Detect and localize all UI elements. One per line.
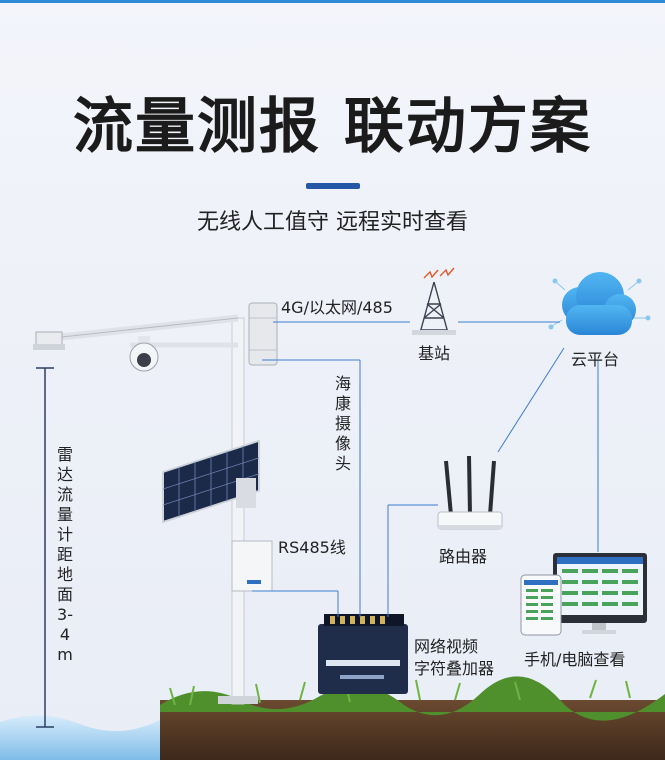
overlay-device-label: 网络视频 字符叠加器 (414, 637, 495, 678)
water-surface (0, 715, 160, 760)
mounting-pole (51, 314, 258, 705)
network-link-label: 4G/以太网/485 (281, 298, 393, 317)
rain-gauge (248, 302, 278, 366)
camera-label: 海康摄像头 (334, 374, 351, 473)
tower-icon (412, 267, 456, 335)
connection-lines (252, 321, 599, 617)
solar-bracket (236, 478, 256, 508)
overlay-device (318, 614, 408, 694)
monitor-icon (553, 553, 647, 634)
solar-panel-icon (162, 439, 260, 524)
ground (160, 676, 665, 760)
cloud-icon (548, 272, 651, 335)
rs485-label: RS485线 (278, 538, 346, 557)
camera-icon (129, 336, 159, 372)
top-accent-bar (0, 0, 665, 3)
page-subtitle: 无线人工值守 远程实时查看 (197, 210, 468, 235)
router-label: 路由器 (439, 547, 488, 566)
cloud-platform-label: 云平台 (571, 350, 620, 369)
phone-icon (520, 574, 562, 636)
base-station-label: 基站 (418, 344, 451, 363)
phone-pc-label: 手机/电脑查看 (524, 650, 626, 669)
title-underline (306, 183, 360, 189)
page-title: 流量测报 联动方案 (73, 92, 592, 162)
height-dimension (36, 367, 54, 728)
radar-sensor-icon (33, 331, 65, 350)
radar-height-label: 雷达流量计距地面3-4m (56, 445, 73, 664)
control-box (231, 540, 273, 592)
router-icon (437, 455, 503, 530)
